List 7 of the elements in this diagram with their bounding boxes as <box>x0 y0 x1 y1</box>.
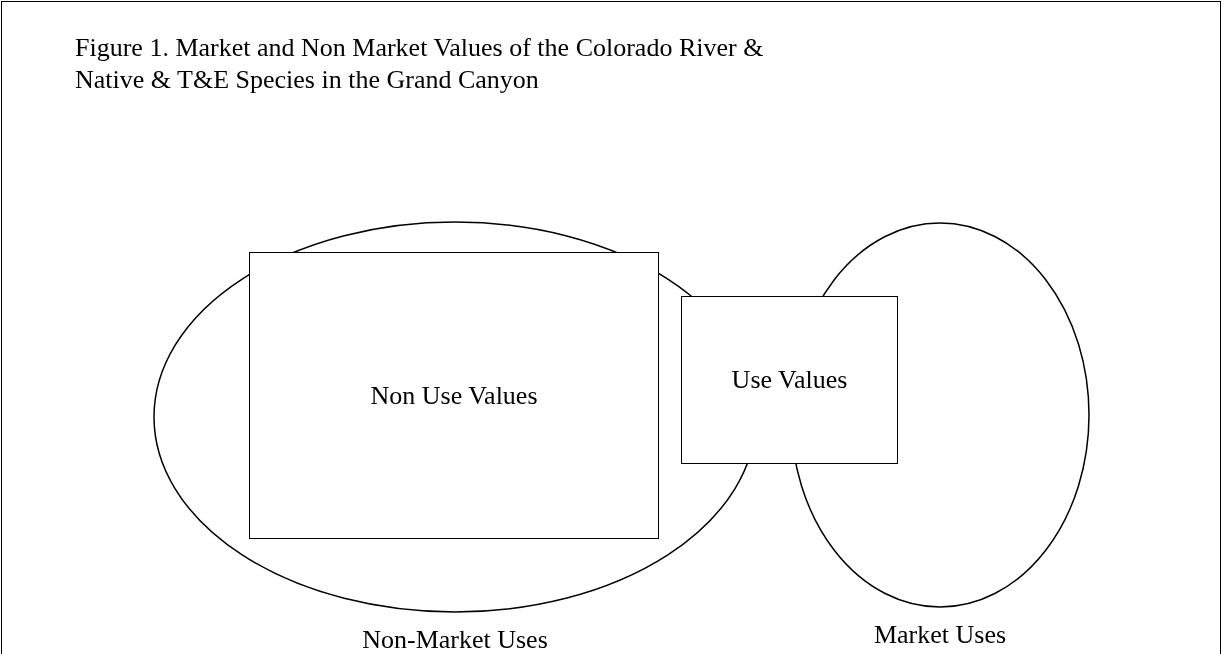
value-box <box>249 252 659 539</box>
region-label: Market Uses <box>873 620 1007 650</box>
box-label: Non Use Values <box>370 380 538 411</box>
figure-title: Figure 1. Market and Non Market Values of the Colorado River & Native & T&E Species in the Grand Canyon <box>75 32 765 96</box>
box-label: Use Values <box>731 365 848 395</box>
value-box <box>681 296 898 464</box>
region-label: Non-Market Uses <box>362 625 548 654</box>
